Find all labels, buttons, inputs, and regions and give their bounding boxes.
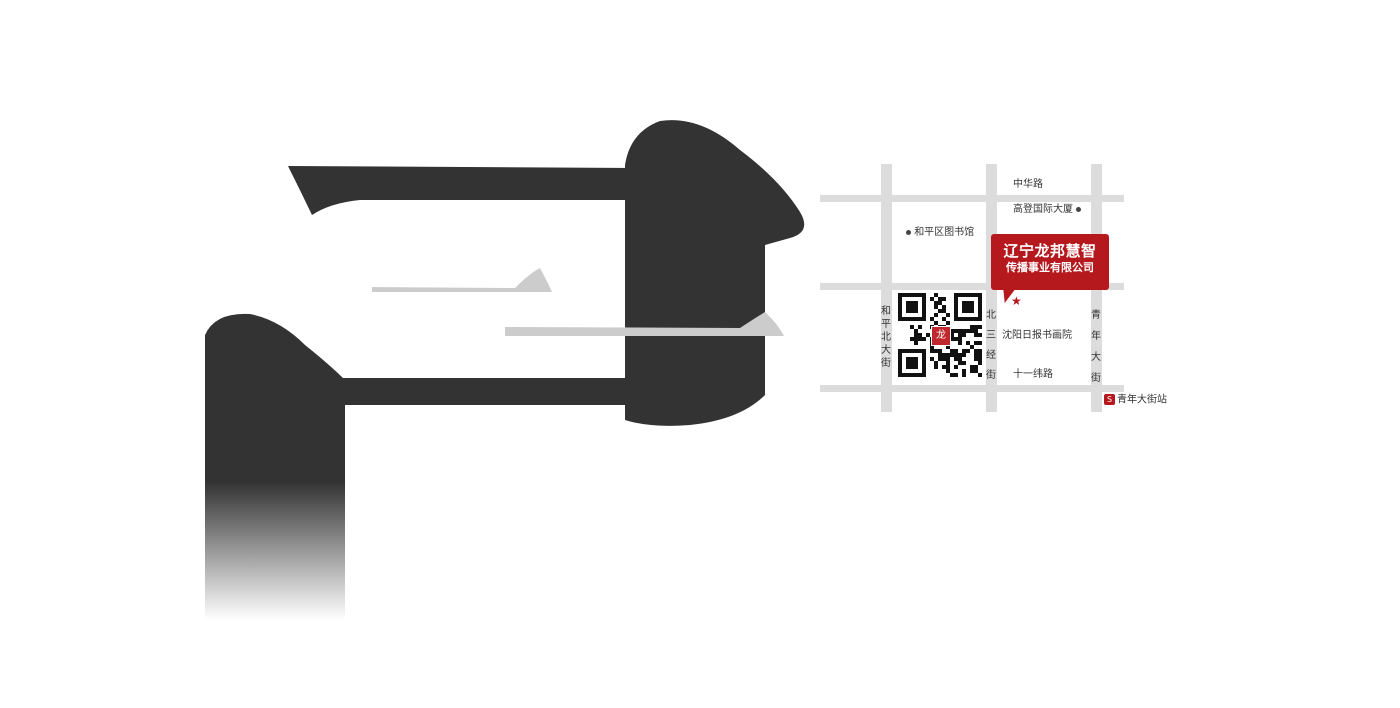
label-zhonghua-road: 中华路 — [1013, 179, 1043, 190]
label-heping-north-street: 和 平 北 大 街 — [881, 306, 891, 369]
qr-logo-icon: 龙 — [931, 326, 951, 346]
location-dot-icon — [906, 229, 911, 235]
brush-stroke-hook — [625, 120, 805, 426]
company-name-line1: 辽宁龙邦慧智 — [1003, 242, 1097, 260]
road-heping-north — [881, 164, 892, 412]
brush-stroke-left — [205, 313, 345, 620]
label-qingnian-street: 青 年 大 街 — [1091, 310, 1101, 384]
landmark-heping-library: 和平区图书馆 — [906, 227, 974, 238]
qr-code: 龙 — [898, 293, 982, 377]
landmark-shenyang-gallery: 沈阳日报书画院 — [1002, 330, 1072, 341]
company-name-line2: 传播事业有限公司 — [1006, 261, 1094, 274]
company-location-star-icon: ★ — [1011, 294, 1022, 308]
brush-stroke-light-lower — [505, 312, 784, 336]
road-shiyi-wei — [820, 385, 1124, 392]
qr-code-pattern-icon — [898, 293, 982, 377]
company-callout: 辽宁龙邦慧智 传播事业有限公司 — [991, 234, 1109, 290]
road-zhonghua — [820, 195, 1124, 202]
label-shiyi-wei-road: 十一纬路 — [1013, 369, 1053, 380]
brush-stroke-middle — [335, 378, 630, 405]
metro-icon: S — [1104, 394, 1115, 405]
brush-stroke-top — [288, 166, 640, 215]
location-dot-icon — [1076, 206, 1082, 212]
road-middle — [820, 283, 1124, 290]
brush-stroke-light-upper — [372, 268, 552, 292]
landmark-gaodeng-building: 高登国际大厦 — [1013, 204, 1082, 215]
label-north-third-street: 北 三 经 街 — [986, 310, 996, 381]
